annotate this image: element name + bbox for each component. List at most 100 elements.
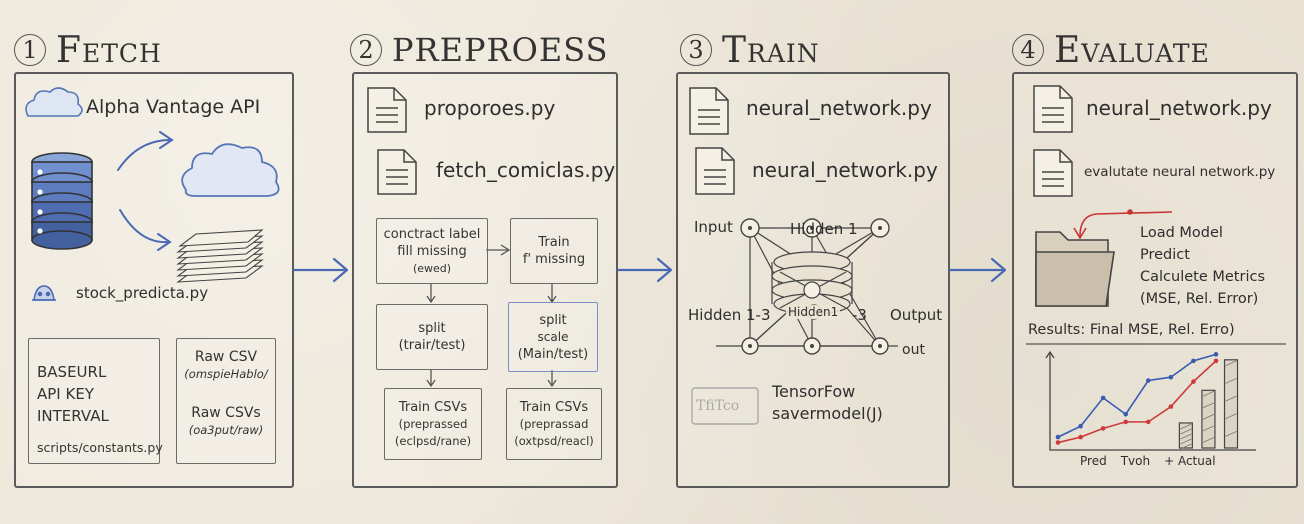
chart-point	[1123, 419, 1129, 425]
chart-bar	[1201, 389, 1216, 449]
chart-series-line	[1057, 360, 1217, 444]
document-icon	[695, 147, 735, 195]
out-label: out	[902, 342, 925, 358]
box-line: scale	[537, 329, 569, 344]
evaluate-steps: Load Model Predict Calculete Metrics (MS…	[1140, 222, 1265, 310]
bar-hatch	[1202, 437, 1215, 443]
box-line: split	[418, 321, 446, 336]
chart-point	[1145, 419, 1151, 425]
chart-point	[1213, 352, 1219, 357]
chart-point	[1168, 374, 1174, 380]
preprocess-panel	[352, 72, 618, 488]
box-line: split	[539, 312, 567, 328]
bar-hatch	[1202, 390, 1215, 397]
db-arrows	[117, 131, 174, 251]
stage-header-evaluate: 4 Evaluate	[1012, 28, 1210, 72]
minus-three-label: -3	[852, 306, 867, 324]
box-line: conctract label	[383, 226, 481, 242]
preprocess-file-1: proporoes.py	[424, 96, 556, 120]
raw-csvs-path: (oa3put/raw)	[188, 423, 264, 437]
chart-point	[1191, 358, 1196, 364]
load-arrow	[1073, 209, 1173, 240]
folder-icon	[1035, 231, 1115, 307]
arrow-head	[656, 257, 673, 283]
chart-point	[1191, 379, 1196, 384]
stage-title: PREPROESS	[392, 31, 609, 69]
box-line: Train CSVs	[519, 399, 589, 415]
step-metrics-list: (MSE, Rel. Error)	[1140, 291, 1259, 307]
contract-label-box: conctract label fill missing (ewed)	[376, 218, 488, 284]
raw-csv-path: (omspieHablo/	[184, 367, 268, 381]
tensorflow-logo: TfiTco	[696, 398, 740, 414]
bar-hatch	[1180, 433, 1192, 440]
split-box-left: split (trair/test)	[376, 304, 488, 370]
script-icon	[32, 285, 56, 301]
box-line: Train CSVs	[398, 399, 468, 415]
chart-point	[1168, 404, 1174, 409]
constants-box: BASEURL API KEY INTERVAL scripts/constan…	[28, 338, 163, 464]
bar-hatch	[1202, 414, 1215, 420]
document-icon	[1033, 149, 1073, 197]
legend-pred: Pred	[1080, 454, 1107, 468]
stage-title: Fetch	[56, 29, 162, 71]
stage-number: 4	[1012, 34, 1044, 66]
evaluate-file-1: neural_network.py	[1086, 96, 1272, 120]
chart-bar	[1178, 422, 1193, 449]
train-file-2: neural_network.py	[752, 158, 938, 182]
chart-point	[1100, 426, 1106, 431]
chart-point	[1078, 423, 1083, 429]
preprocess-connectors	[426, 244, 557, 388]
constant-item: INTERVAL	[37, 407, 109, 425]
box-line: (eclpsd/rane)	[394, 433, 472, 448]
chart-axes	[1049, 352, 1256, 451]
chart-bars	[1178, 359, 1239, 450]
train-csvs-box-left: Train CSVs (preprassed (eclpsd/rane)	[384, 388, 482, 460]
chart-point	[1055, 440, 1061, 445]
legend-actual: + Actual	[1164, 454, 1216, 468]
legend-tvoh: Tvoh	[1120, 454, 1151, 468]
constants-file-label: scripts/constants.py	[37, 440, 163, 455]
box-line: (oxtpsd/reacl)	[514, 433, 594, 448]
stage-header-fetch: 1 Fetch	[14, 28, 162, 72]
bar-hatch	[1202, 425, 1215, 432]
database-icon	[31, 152, 93, 250]
stage-number: 1	[14, 34, 46, 66]
chart-point	[1100, 395, 1106, 401]
results-label: Results: Final MSE, Rel. Erro)	[1028, 322, 1235, 338]
step-calculate-metrics: Calculete Metrics	[1140, 269, 1265, 285]
y-axis-arrow	[1045, 350, 1055, 359]
bar-hatch	[1180, 428, 1192, 435]
stage-header-train: 3 Train	[680, 28, 820, 72]
chart-point	[1123, 411, 1129, 417]
chart-lines	[1055, 352, 1219, 445]
chart-point	[1078, 434, 1083, 440]
document-icon	[1033, 85, 1073, 133]
chart-point	[1145, 378, 1151, 383]
train-file-1: neural_network.py	[746, 96, 932, 120]
hidden-layer-1-label: Hidden 1	[790, 220, 858, 238]
document-icon	[689, 87, 729, 135]
tensorflow-logo-frame	[691, 387, 759, 425]
stage-number: 3	[680, 34, 712, 66]
step-predict: Predict	[1140, 247, 1190, 263]
chart-point	[1213, 358, 1219, 364]
network-node	[740, 218, 890, 355]
script-label: stock_predicta.py	[76, 284, 209, 302]
step-load-model: Load Model	[1140, 225, 1223, 241]
cloud-icon	[25, 87, 83, 117]
constant-item: BASEURL	[37, 363, 107, 381]
box-line: (preprassed	[398, 416, 468, 431]
train-fill-box: Train f' missing	[510, 218, 598, 284]
stage-header-preprocess: 2 PREPROESS	[350, 28, 608, 72]
tensorflow-label: TensorFow	[772, 382, 856, 401]
split-scale-box: split scale (Main/test)	[508, 302, 598, 372]
box-line: f' missing	[522, 252, 586, 267]
box-line: (preprassad	[519, 416, 589, 431]
box-line: fill missing	[397, 243, 467, 259]
bar-hatch	[1225, 360, 1237, 367]
box-line: (trair/test)	[398, 338, 466, 353]
bar-hatch	[1225, 413, 1237, 420]
